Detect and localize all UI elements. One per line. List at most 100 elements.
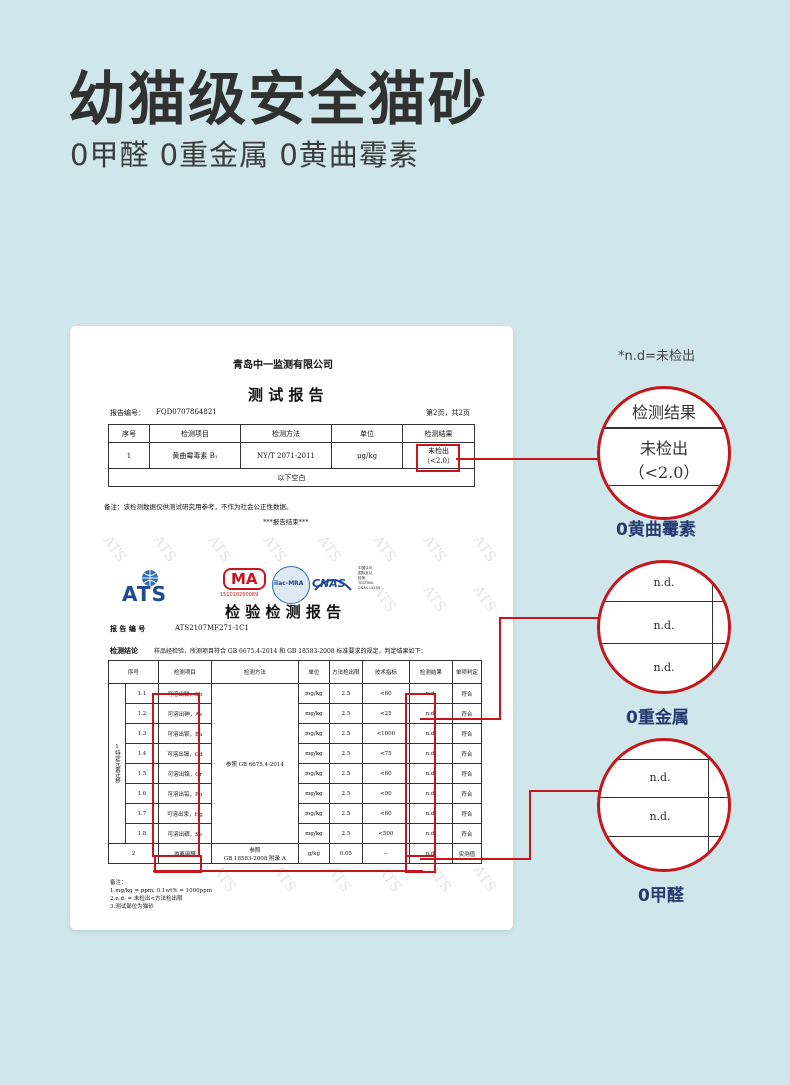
watermark-ats: ATS — [419, 532, 449, 566]
cma-logo-text: MA — [223, 568, 266, 590]
report2-group-label: 特定元素迁移 — [114, 750, 120, 783]
report2-table: 序号 检测项目 检测方法 单位 方法检出限 技术指标 检测结果 单项判定 1 特… — [108, 660, 483, 864]
label-formaldehyde: 0甲醛 — [638, 886, 684, 906]
zoom-divider — [600, 485, 728, 486]
watermark-ats: ATS — [374, 862, 404, 896]
zoom-divider — [600, 601, 728, 602]
connector-line — [499, 617, 501, 720]
cnas-side-line: 中国认可 — [358, 566, 373, 570]
highlight-formaldehyde-item — [154, 855, 202, 873]
report2-method-line: 参照 — [249, 847, 261, 854]
watermark-ats: ATS — [369, 532, 399, 566]
zoom-result-line1: 未检出 — [639, 439, 688, 458]
report2-note-line: 1.mg/kg = ppm; 0.1wt% = 1000ppm — [110, 888, 212, 894]
report1-end: ***报告结束*** — [263, 518, 309, 526]
page-title: 幼猫级安全猫砂 — [68, 65, 489, 133]
watermark-ats: ATS — [259, 532, 289, 566]
report2-col-header: 序号 — [108, 660, 159, 684]
report2-col-header: 单位 — [297, 660, 330, 684]
report2-cell: 2.5 — [328, 723, 363, 744]
report2-cell: 2.5 — [328, 703, 363, 724]
report1-result-line2: （<2.0） — [423, 456, 454, 465]
nd-definition-note: *n.d=未检出 — [618, 349, 696, 364]
report1-col-header: 检测方法 — [240, 424, 332, 443]
connector-line — [420, 718, 500, 720]
zoom-value: n.d. — [653, 661, 675, 674]
report2-cell: mg/kg — [297, 803, 330, 824]
report-card: ATS ATS ATS ATS ATS ATS ATS ATS ATS ATS … — [70, 326, 513, 930]
report2-cell: 符合 — [451, 743, 483, 764]
cnas-side-line: CNAS L5155 — [358, 586, 381, 590]
connector-line — [529, 790, 600, 792]
report2-method-line: GB 18583-2008 附录 A — [223, 855, 286, 862]
report2-cell: mg/kg — [297, 703, 330, 724]
report1-result-cell: 未检出（<2.0） — [402, 442, 475, 469]
zoom-divider — [600, 427, 728, 429]
report2-cell: 符合 — [451, 703, 483, 724]
watermark-ats: ATS — [314, 532, 344, 566]
report2-cell: 2.5 — [328, 783, 363, 804]
report2-note-line: 3.测试部位为猫砂 — [110, 904, 154, 910]
zoom-vline — [708, 741, 709, 869]
zoom-circle-heavy-metals: n.d. n.d. n.d. — [597, 560, 731, 694]
watermark-ats: ATS — [469, 532, 499, 566]
report1-remark: 备注：该检测数据仅供测试研究用参考，不作为社会公正性数据。 — [104, 503, 293, 511]
report2-cell: mg/kg — [297, 743, 330, 764]
report1-col-header: 检测结果 — [402, 424, 475, 443]
report1-cell: 黄曲霉毒素 B₁ — [149, 442, 241, 469]
ilac-logo: ilac-MRA — [272, 566, 310, 604]
zoom-divider — [600, 643, 728, 644]
report2-cell: <500 — [361, 823, 410, 844]
zoom-circle-formaldehyde: n.d. n.d. — [597, 738, 731, 872]
cma-number: 151010260089 — [220, 592, 259, 598]
report2-cell: mg/kg — [297, 823, 330, 844]
ats-logo: ATS — [118, 569, 182, 606]
report2-col-header: 技术指标 — [361, 660, 410, 684]
report1-result-line1: 未检出 — [428, 446, 449, 455]
zoom-vline — [712, 563, 713, 691]
report2-col-header: 检测结果 — [408, 660, 453, 684]
report2-cell: mg/kg — [297, 723, 330, 744]
report2-title: 检 验 检 测 报 告 — [225, 603, 342, 621]
watermark-ats: ATS — [269, 862, 299, 896]
report2-cell: 0.05 — [328, 843, 363, 864]
report2-method-cell: 参照 GB 6675.4-2014 — [210, 683, 299, 844]
zoom-divider — [600, 836, 728, 837]
report1-col-header: 单位 — [331, 424, 403, 443]
report2-note-line: 2.n.d. = 未检出<方法检出限 — [110, 896, 183, 902]
report2-group-no: 1 — [115, 744, 119, 750]
report2-conclusion-label: 检测结论 — [110, 646, 138, 655]
report2-conclusion: 样品经检验，所测项目符合 GB 6675.4-2014 和 GB 18583-2… — [154, 648, 427, 655]
report1-table: 序号 检测项目 检测方法 单位 检测结果 1 黄曲霉毒素 B₁ NY/T 207… — [108, 424, 475, 487]
report2-cell: 2.5 — [328, 683, 363, 704]
connector-line — [420, 858, 530, 860]
report2-cell: 2.5 — [328, 823, 363, 844]
report1-cell: 1 — [108, 442, 150, 469]
report2-cell: -- — [361, 843, 410, 864]
report2-group-cell: 1 特定元素迁移 — [108, 683, 126, 844]
highlight-formaldehyde-result — [405, 855, 436, 873]
report2-cell: g/kg — [297, 843, 330, 864]
report1-number: FQD0707864821 — [156, 408, 217, 416]
label-aflatoxin: 0黄曲霉素 — [616, 520, 696, 540]
report2-cell: <60 — [361, 683, 410, 704]
cnas-side-line: TESTING — [358, 581, 374, 585]
report1-cell: NY/T 2071-2011 — [240, 442, 332, 469]
globe-icon — [142, 570, 158, 586]
watermark-ats: ATS — [324, 862, 354, 896]
report2-cell: 符合 — [451, 683, 483, 704]
cnas-logo-text: CNAS — [312, 577, 346, 590]
highlight-heavy-metal-items — [152, 693, 200, 857]
label-heavy-metals: 0重金属 — [626, 708, 689, 728]
report2-cell: 2.5 — [328, 743, 363, 764]
report2-cell: mg/kg — [297, 683, 330, 704]
cnas-side-line: 国际互认 — [358, 571, 373, 575]
report2-cell: 符合 — [451, 803, 483, 824]
report1-col-header: 序号 — [108, 424, 150, 443]
report1-page: 第2页，共2页 — [426, 409, 470, 417]
cma-logo: MA 151010260089 — [220, 568, 266, 600]
report2-cell: 实测值 — [451, 843, 483, 864]
cnas-side-line: 检测 — [358, 576, 366, 580]
zoom-result-line2: （<2.0） — [628, 463, 700, 482]
